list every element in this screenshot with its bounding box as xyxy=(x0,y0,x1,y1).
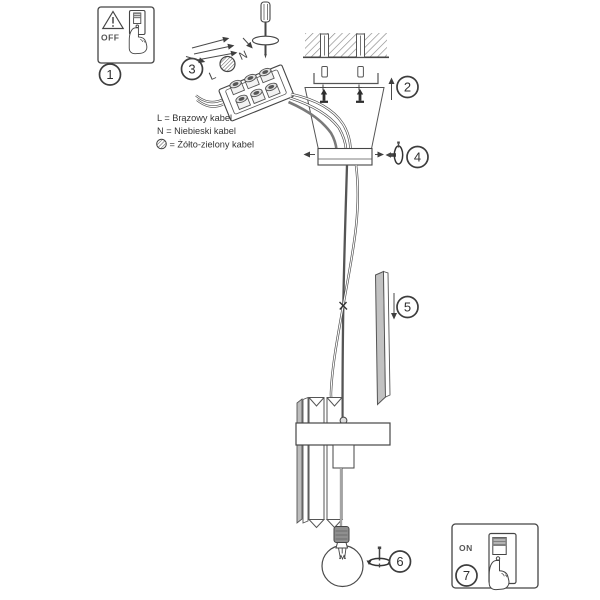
terminal-label-l: L xyxy=(207,70,217,83)
rotate-icon xyxy=(366,546,393,568)
legend-line-earth: = Żółto-zielony kabel xyxy=(170,139,255,149)
canopy-assembly: 4 xyxy=(287,84,429,169)
on-label: ON xyxy=(459,543,473,553)
step7-switch-on-panel: ON 7 xyxy=(451,523,539,591)
mounting-screw-left xyxy=(320,89,328,103)
step6-badge: 6 xyxy=(388,550,412,573)
step7-badge: 7 xyxy=(455,564,478,587)
canopy-base-plate xyxy=(317,147,373,166)
wall-anchor-left xyxy=(320,33,329,78)
step3-terminal-wiring: 3 L N xyxy=(180,1,295,122)
steel-cable xyxy=(341,164,349,422)
terminal-block xyxy=(218,64,295,122)
screwdriver-icon xyxy=(251,1,280,59)
bulb xyxy=(321,526,364,588)
off-label: OFF xyxy=(101,33,120,43)
supply-wires xyxy=(195,94,224,108)
step5-badge: 5 xyxy=(396,295,419,319)
mounting-bar xyxy=(295,422,391,446)
suspension xyxy=(329,164,359,423)
step5-slat-insert: 5 xyxy=(374,270,419,406)
wire-direction-arrows xyxy=(185,36,253,64)
bulb-neck xyxy=(335,542,349,549)
legend-line-n: N = Niebieski kabel xyxy=(157,126,236,136)
socket-housing xyxy=(332,444,355,469)
step1-number: 1 xyxy=(106,67,113,82)
step1-switch-off-panel: OFF 1 xyxy=(97,6,155,86)
power-cord-outline xyxy=(329,164,359,423)
warning-triangle-icon xyxy=(101,10,125,30)
ceiling-hatch xyxy=(305,33,387,58)
step3-number: 3 xyxy=(188,62,195,77)
strain-relief-disc xyxy=(251,35,280,46)
terminal-screws-front-row xyxy=(235,82,281,111)
earth-symbol-icon xyxy=(219,55,236,73)
step1-badge: 1 xyxy=(98,63,122,86)
step3-badge: 3 xyxy=(180,57,204,81)
bulb-filament xyxy=(338,547,347,561)
mounting-bracket xyxy=(313,73,379,85)
step6-screw-bulb: 6 xyxy=(366,546,412,573)
step2-badge: 2 xyxy=(396,75,419,99)
step2-ceiling-fixing: 2 xyxy=(303,33,419,100)
canopy-wires xyxy=(287,92,352,151)
loose-slat-white-edge xyxy=(383,270,391,398)
step4-number: 4 xyxy=(414,150,421,165)
terminal-screws-back-row xyxy=(229,67,275,96)
thumbscrew-icon xyxy=(385,141,404,165)
cross-slot-marks xyxy=(320,84,362,91)
mounting-screw-right xyxy=(356,89,364,103)
legend-earth-symbol-icon xyxy=(156,138,167,150)
step5-number: 5 xyxy=(404,300,411,315)
step2-number: 2 xyxy=(404,80,411,95)
lamp-body xyxy=(295,396,391,588)
step4-badge: 4 xyxy=(406,145,429,169)
wall-anchor-right xyxy=(356,33,365,78)
terminal-label-n: N xyxy=(237,49,249,63)
wire-color-legend: L = Brązowy kabel N = Niebieski kabel = … xyxy=(156,113,255,150)
legend-line-l: L = Brązowy kabel xyxy=(157,113,232,123)
cord-knot xyxy=(339,301,348,310)
step7-number: 7 xyxy=(463,568,470,583)
step6-number: 6 xyxy=(396,554,403,569)
